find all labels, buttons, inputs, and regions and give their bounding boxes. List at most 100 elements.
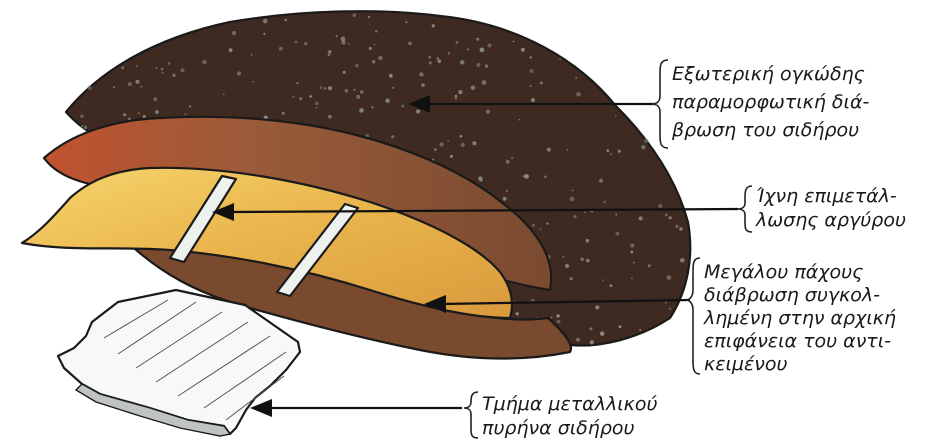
crust-speckle	[80, 114, 84, 118]
label-thick-corrosion-line-1: Μεγάλου πάχους	[704, 261, 863, 283]
crust-speckle	[530, 69, 534, 73]
crust-speckle	[551, 316, 553, 318]
crust-speckle	[299, 97, 303, 101]
crust-speckle	[631, 277, 633, 279]
crust-speckle	[223, 94, 225, 96]
crust-speckle	[369, 47, 372, 50]
crust-speckle	[556, 314, 559, 317]
crust-speckle	[586, 259, 590, 263]
crust-speckle	[232, 31, 236, 35]
crust-speckle	[374, 44, 376, 46]
crust-speckle	[599, 179, 603, 183]
crust-speckle	[590, 340, 594, 344]
label-metal-core: Τμήμα μεταλλικού πυρήνα σιδήρου	[482, 393, 664, 439]
crust-speckle	[237, 71, 241, 75]
crust-speckle	[356, 95, 360, 99]
crust-speckle	[341, 40, 345, 44]
crust-speckle	[472, 141, 476, 145]
crust-speckle	[479, 178, 483, 182]
crust-speckle	[429, 61, 432, 64]
crust-speckle	[615, 115, 617, 117]
crust-speckle	[316, 107, 318, 109]
label-silver-plating: Ίχνη επιμετάλ- λωσης αργύρου	[755, 185, 906, 231]
crust-speckle	[576, 92, 581, 97]
crust-speckle	[544, 176, 546, 178]
crust-speckle	[168, 62, 171, 65]
crust-speckle	[155, 110, 159, 114]
crust-speckle	[586, 239, 590, 243]
crust-speckle	[600, 331, 605, 336]
crust-speckle	[665, 214, 668, 217]
crust-speckle	[375, 30, 378, 33]
crust-speckle	[506, 190, 508, 192]
crust-speckle	[610, 153, 612, 155]
crust-speckle	[547, 148, 551, 152]
crust-speckle	[389, 74, 393, 78]
crust-speckle	[488, 44, 492, 48]
crust-speckle	[567, 149, 569, 151]
crust-speckle	[559, 58, 561, 60]
crust-speckle	[162, 72, 164, 74]
crust-speckle	[675, 225, 678, 228]
crust-speckle	[531, 98, 535, 102]
crust-speckle	[584, 211, 586, 213]
crust-speckle	[669, 216, 672, 219]
crust-speckle	[485, 64, 488, 67]
crust-speckle	[477, 63, 481, 67]
label-thick-corrosion-line-2: διάβρωση συγκολ-	[704, 284, 880, 306]
label-thick-corrosion-line-4: επιφάνεια του αντι-	[704, 330, 891, 352]
crust-speckle	[633, 262, 635, 264]
crust-speckle	[328, 54, 330, 56]
crust-speckle	[546, 223, 548, 225]
crust-speckle	[359, 108, 364, 113]
crust-speckle	[328, 50, 331, 53]
crust-speckle	[295, 40, 298, 43]
crust-speckle	[391, 135, 394, 138]
crust-speckle	[511, 157, 513, 159]
crust-speckle	[519, 119, 521, 121]
crust-speckle	[408, 42, 412, 46]
crust-speckle	[189, 105, 191, 107]
crust-speckle	[581, 258, 584, 261]
crust-speckle	[282, 112, 285, 115]
crust-speckle	[618, 325, 621, 328]
crust-speckle	[639, 216, 643, 220]
crust-speckle	[153, 97, 157, 101]
brace-metal-core	[464, 392, 478, 438]
crust-speckle	[405, 21, 407, 23]
crust-speckle	[138, 112, 140, 114]
crust-speckle	[263, 19, 268, 24]
label-outer-corrosion: Εξωτερική ογκώδης παραμορφωτική διά- βρω…	[671, 63, 875, 141]
crust-speckle	[432, 24, 435, 27]
crust-speckle	[304, 42, 307, 45]
crust-speckle	[172, 74, 175, 77]
crust-speckle	[665, 301, 667, 303]
crust-speckle	[563, 256, 565, 258]
crust-speckle	[328, 86, 332, 90]
crust-speckle	[447, 140, 449, 142]
crust-speckle	[478, 38, 480, 40]
crust-speckle	[368, 16, 370, 18]
label-thick-corrosion-line-5: κειμένου	[704, 353, 788, 375]
arrow-metal-core	[250, 399, 462, 417]
crust-speckle	[161, 68, 163, 70]
crust-speckle	[570, 197, 575, 202]
crust-speckle	[455, 41, 458, 44]
crust-speckle	[506, 160, 510, 164]
crust-speckle	[324, 87, 327, 90]
crust-speckle	[422, 74, 424, 76]
crust-speckle	[460, 135, 463, 138]
label-metal-core-line-1: Τμήμα μεταλλικού	[482, 393, 657, 415]
crust-speckle	[467, 48, 469, 50]
crust-speckle	[143, 115, 146, 118]
label-outer-corrosion-line-3: βρωση του σιδήρου	[671, 119, 859, 141]
crust-speckle	[155, 67, 157, 69]
label-outer-corrosion-line-1: Εξωτερική ογκώδης	[672, 63, 865, 85]
crust-speckle	[336, 35, 338, 37]
crust-speckle	[603, 201, 606, 204]
crust-speckle	[251, 54, 253, 56]
crust-speckle	[648, 264, 651, 267]
crust-speckle	[328, 115, 332, 119]
crust-speckle	[460, 60, 465, 65]
